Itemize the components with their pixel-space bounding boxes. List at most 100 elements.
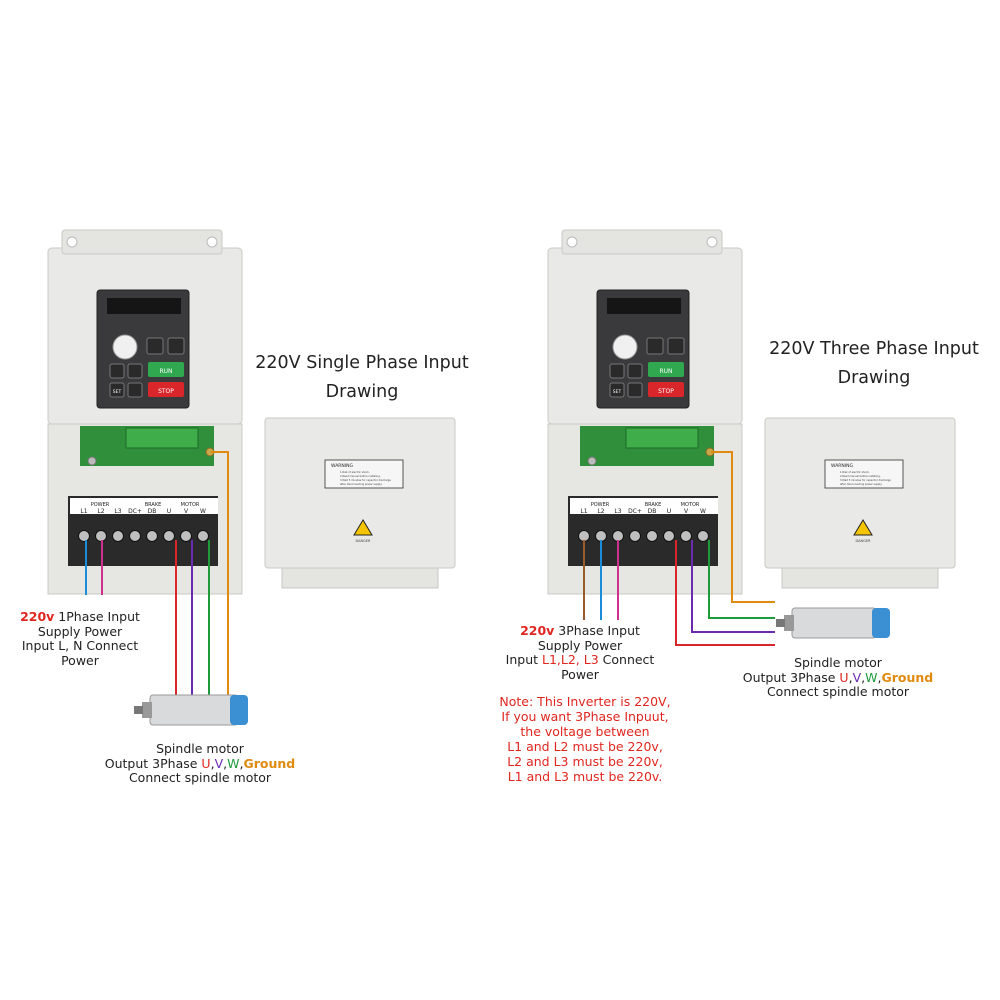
run-key: RUN xyxy=(659,368,672,375)
warning-title: WARNING xyxy=(831,463,853,469)
phase-u: U xyxy=(201,755,211,771)
terminal-screw xyxy=(663,530,675,542)
terminal-label: DB xyxy=(148,508,157,515)
group-motor-label: MOTOR xyxy=(681,502,700,508)
note-line-1: Note: This Inverter is 220V, xyxy=(499,694,671,709)
terminal-label: U xyxy=(167,508,171,515)
stop-key: STOP xyxy=(658,388,674,395)
spindle-line-1: Spindle motor xyxy=(156,741,244,756)
spindle-motor-right xyxy=(776,607,890,639)
sep-1: , xyxy=(210,755,215,771)
voltage-note: Note: This Inverter is 220V, If you want… xyxy=(490,694,680,784)
set-key: SET xyxy=(613,389,622,395)
terminal-screw xyxy=(646,530,658,542)
sep-3: , xyxy=(877,669,882,685)
title-line-1: 220V Three Phase Input xyxy=(769,339,979,359)
hazard-caption: DANGER xyxy=(855,539,871,543)
warning-line-3: 3.Wait 5 minutes for capacitor discharge xyxy=(340,478,391,482)
terminal-cover xyxy=(764,417,956,589)
input-voltage: 220v xyxy=(520,623,555,638)
terminal-screw xyxy=(129,530,141,542)
warning-line-3: 3.Wait 5 minutes for capacitor discharge xyxy=(840,478,891,482)
sep-2: , xyxy=(861,669,866,685)
keypad xyxy=(596,289,690,409)
title-line-2: Drawing xyxy=(837,368,911,388)
spindle-label-three: Spindle motor Output 3Phase U,V,W,Ground… xyxy=(738,655,938,700)
terminal-screw xyxy=(629,530,641,542)
control-board xyxy=(580,426,715,466)
terminal-label: U xyxy=(667,508,671,515)
terminal-label: DC+ xyxy=(628,508,642,515)
terminal-screw xyxy=(595,530,607,542)
input-line-3-suffix: Connect xyxy=(598,652,655,667)
terminal-screw xyxy=(578,530,590,542)
terminal-screw xyxy=(146,530,158,542)
sep-1: , xyxy=(848,669,853,685)
run-key: RUN xyxy=(159,368,172,375)
input-line-4: Power xyxy=(561,666,599,682)
input-phase: 3Phase Input xyxy=(554,623,640,638)
terminal-cover xyxy=(264,417,456,589)
input-phase: 1Phase Input xyxy=(54,609,140,624)
warning-line-2: 2.Read manual before installing. xyxy=(840,474,881,478)
terminal-label: V xyxy=(684,508,689,515)
spindle-line-1: Spindle motor xyxy=(794,655,882,670)
note-line-2: If you want 3Phase Inpuut, xyxy=(501,709,669,724)
spindle-label-single: Spindle motor Output 3Phase U,V,W,Ground… xyxy=(100,741,300,786)
three-phase-title: 220V Three Phase Input Drawing xyxy=(744,335,1000,393)
spindle-line-3: Connect spindle motor xyxy=(128,770,272,785)
terminal-screw xyxy=(112,530,124,542)
title-line-1: 220V Single Phase Input xyxy=(255,353,469,373)
inverter-housing xyxy=(47,229,243,595)
spindle-motor-left xyxy=(134,694,248,726)
control-board xyxy=(80,426,215,466)
terminal-label: L3 xyxy=(114,508,121,515)
spindle-line-3: Connect spindle motor xyxy=(766,684,910,699)
input-line-2: Supply Power xyxy=(537,637,623,653)
input-line-3-prefix: Input xyxy=(505,652,542,667)
ground: Ground xyxy=(881,669,934,685)
phase-w: W xyxy=(865,669,878,685)
group-brake-label: BRAKE xyxy=(645,502,662,508)
terminal-screw xyxy=(680,530,692,542)
note-line-4: L1 and L2 must be 220v, xyxy=(507,739,663,754)
terminal-screw xyxy=(197,530,209,542)
keypad xyxy=(96,289,190,409)
terminal-label: L2 xyxy=(597,508,604,515)
warning-line-4: after disconnecting power supply. xyxy=(340,482,382,486)
warning-title: WARNING xyxy=(331,463,353,469)
input-lines: L1,L2, L3 xyxy=(542,652,599,667)
spindle-output: Output 3Phase xyxy=(742,669,840,685)
phase-v: V xyxy=(214,755,224,771)
terminal-label: DB xyxy=(648,508,657,515)
note-line-6: L1 and L3 must be 220v. xyxy=(507,769,663,784)
phase-v: V xyxy=(852,669,862,685)
warning-line-2: 2.Read manual before installing. xyxy=(340,474,381,478)
inverter-housing xyxy=(547,229,743,595)
terminal-screw xyxy=(78,530,90,542)
terminal-label: L2 xyxy=(97,508,104,515)
terminal-label: W xyxy=(700,508,706,515)
warning-line-1: 1.Risk of electric shock. xyxy=(840,470,870,474)
group-power-label: POWER xyxy=(91,502,110,508)
input-voltage: 220v xyxy=(20,609,55,624)
wires xyxy=(85,451,229,700)
input-label-single: 220v 1Phase Input Supply Power Input L, … xyxy=(5,609,155,668)
input-line-4: Power xyxy=(61,652,99,668)
terminal-label: L3 xyxy=(614,508,621,515)
set-key: SET xyxy=(113,389,122,395)
ground: Ground xyxy=(243,755,296,771)
group-power-label: POWER xyxy=(591,502,610,508)
terminal-label: DC+ xyxy=(128,508,142,515)
terminal-screw xyxy=(697,530,709,542)
phase-w: W xyxy=(227,755,240,771)
terminal-screw xyxy=(612,530,624,542)
wires xyxy=(583,451,775,646)
sep-3: , xyxy=(239,755,244,771)
terminal-label: L1 xyxy=(580,508,587,515)
title-line-2: Drawing xyxy=(325,382,399,402)
spindle-output: Output 3Phase xyxy=(104,755,202,771)
note-line-5: L2 and L3 must be 220v, xyxy=(507,754,663,769)
warning-line-1: 1.Risk of electric shock. xyxy=(340,470,370,474)
